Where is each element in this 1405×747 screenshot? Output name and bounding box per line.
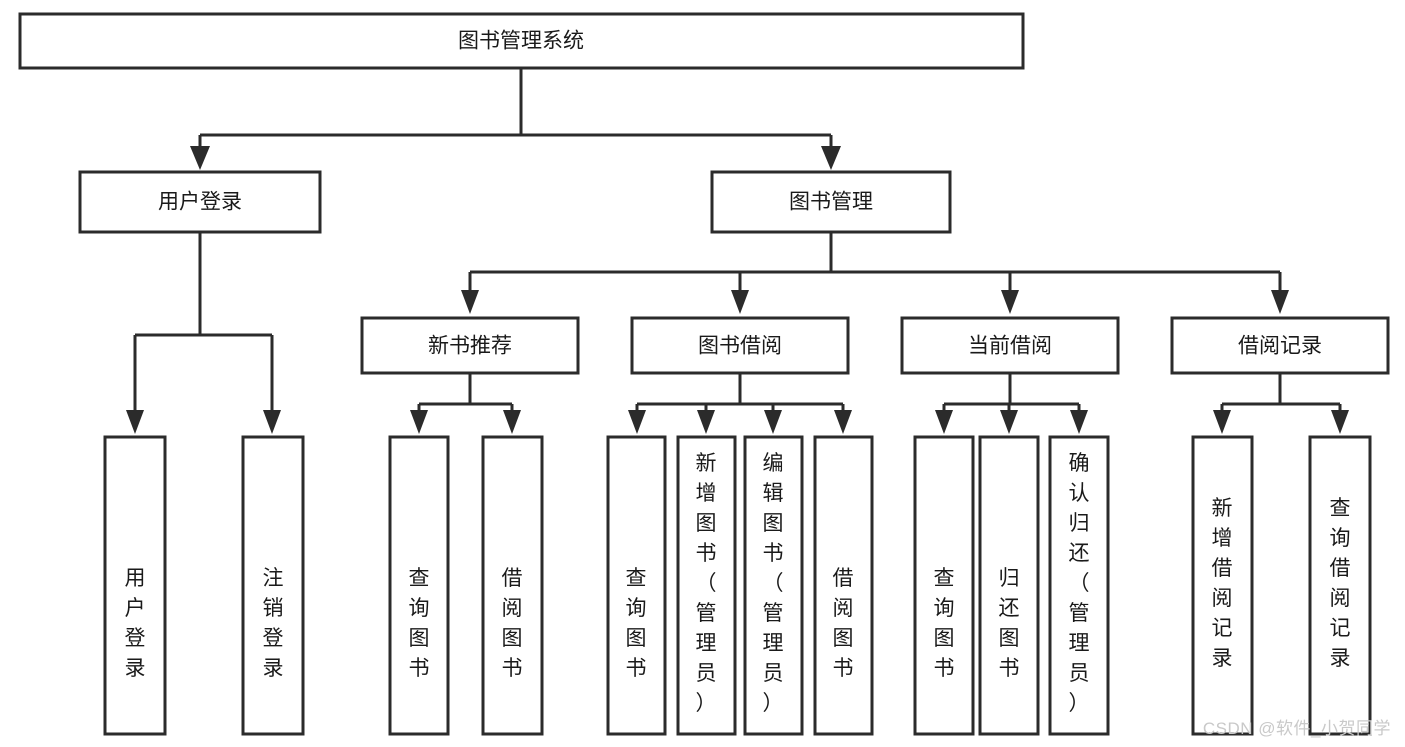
leaf-node-add-book-admin[interactable]: 新增图书（管理员） — [676, 435, 737, 736]
connector-group-user-login — [126, 232, 281, 434]
leaf-label-borrow-books-newbooks: 借阅图书 — [502, 567, 523, 680]
leaf-label-edit-book-admin: 编辑图书（管理员） — [763, 452, 784, 715]
node-book-management-box — [710, 170, 952, 234]
node-borrow-records-box — [1170, 316, 1390, 375]
leaf-node-query-books-newbooks[interactable]: 查询图书 — [388, 435, 450, 736]
leaf-box-logout — [241, 435, 305, 736]
arrow-head-leaf-confirm-return — [1070, 410, 1088, 434]
leaf-node-query-borrow-record[interactable]: 查询借阅记录 — [1308, 435, 1372, 736]
arrow-head-leaf-user-login — [126, 410, 144, 434]
leaf-node-return-book[interactable]: 归还图书 — [978, 435, 1040, 736]
leaf-label-return-book: 归还图书 — [999, 567, 1020, 680]
leaf-node-add-borrow-record[interactable]: 新增借阅记录 — [1191, 435, 1254, 736]
leaf-label-query-books-current: 查询图书 — [934, 567, 955, 680]
leaf-label-confirm-return-admin: 确认归还（管理员） — [1069, 452, 1090, 715]
leaf-box-add-borrow-record — [1191, 435, 1254, 736]
connector-group-new-books — [410, 373, 521, 434]
arrow-head-user-login — [190, 146, 210, 170]
arrow-head-leaf-query-books-1 — [410, 410, 428, 434]
arrow-head-leaf-borrow-books-1 — [503, 410, 521, 434]
leaf-node-borrow-books-newbooks[interactable]: 借阅图书 — [481, 435, 544, 736]
connector-group-current — [935, 373, 1088, 434]
leaf-label-query-books-borrow: 查询图书 — [626, 567, 647, 680]
connector-group-book-mgmt — [461, 232, 1289, 314]
node-root-label: 图书管理系统 — [458, 30, 584, 53]
leaf-node-edit-book-admin[interactable]: 编辑图书（管理员） — [743, 435, 804, 736]
node-new-book-recommend-box — [360, 316, 580, 375]
node-borrow-records[interactable]: 借阅记录 — [1170, 316, 1390, 375]
arrow-head-borrow — [731, 290, 749, 314]
node-user-login[interactable]: 用户登录 — [78, 170, 322, 234]
arrow-head-leaf-return-book — [1000, 410, 1018, 434]
leaf-node-query-books-current[interactable]: 查询图书 — [913, 435, 975, 736]
leaf-label-borrow-books-borrow: 借阅图书 — [833, 567, 854, 680]
leaf-label-add-book-admin: 新增图书（管理员） — [696, 452, 717, 715]
node-root-system[interactable]: 图书管理系统 — [18, 12, 1025, 70]
leaf-label-logout: 注销登录 — [263, 567, 284, 680]
leaf-box-query-books-borrow — [606, 435, 667, 736]
leaf-box-borrow-books-newbooks — [481, 435, 544, 736]
node-book-borrow-label: 图书借阅 — [698, 335, 782, 358]
arrow-head-book-mgmt — [821, 146, 841, 170]
node-current-borrow-label: 当前借阅 — [968, 335, 1052, 358]
node-current-borrow[interactable]: 当前借阅 — [900, 316, 1120, 375]
node-book-borrow[interactable]: 图书借阅 — [630, 316, 850, 375]
connector-group-root — [190, 68, 841, 170]
arrow-head-leaf-query-record — [1331, 410, 1349, 434]
node-new-book-recommend[interactable]: 新书推荐 — [360, 316, 580, 375]
leaf-label-query-books-newbooks: 查询图书 — [409, 567, 430, 680]
leaf-box-borrow-books-borrow — [813, 435, 874, 736]
arrow-head-leaf-query-books-2 — [628, 410, 646, 434]
connector-group-borrow — [628, 373, 852, 434]
node-book-management[interactable]: 图书管理 — [710, 170, 952, 234]
leaf-box-add-book-admin — [676, 435, 737, 736]
node-borrow-records-label: 借阅记录 — [1238, 335, 1322, 358]
leaf-box-user-login — [103, 435, 167, 736]
arrow-head-leaf-logout — [263, 410, 281, 434]
arrow-head-leaf-edit-book — [764, 410, 782, 434]
leaf-label-add-borrow-record: 新增借阅记录 — [1212, 497, 1233, 670]
leaf-label-user-login: 用户登录 — [125, 567, 146, 680]
leaf-box-confirm-return-admin — [1048, 435, 1110, 736]
node-new-book-recommend-label: 新书推荐 — [428, 335, 512, 358]
leaf-node-query-books-borrow[interactable]: 查询图书 — [606, 435, 667, 736]
node-user-login-label: 用户登录 — [158, 191, 242, 214]
node-book-management-label: 图书管理 — [789, 191, 873, 214]
leaf-box-query-borrow-record — [1308, 435, 1372, 736]
arrow-head-records — [1271, 290, 1289, 314]
leaf-node-confirm-return-admin[interactable]: 确认归还（管理员） — [1048, 435, 1110, 736]
arrow-head-leaf-add-record — [1213, 410, 1231, 434]
leaf-box-return-book — [978, 435, 1040, 736]
connector-group-records — [1213, 373, 1349, 434]
leaf-box-query-books-newbooks — [388, 435, 450, 736]
leaf-label-query-borrow-record: 查询借阅记录 — [1330, 497, 1351, 670]
arrow-head-current — [1001, 290, 1019, 314]
leaf-box-query-books-current — [913, 435, 975, 736]
leaf-node-user-login[interactable]: 用户登录 — [103, 435, 167, 736]
node-root-box — [18, 12, 1025, 70]
arrow-head-leaf-query-books-3 — [935, 410, 953, 434]
leaf-node-borrow-books-borrow[interactable]: 借阅图书 — [813, 435, 874, 736]
node-current-borrow-box — [900, 316, 1120, 375]
arrow-head-leaf-add-book — [697, 410, 715, 434]
leaf-box-edit-book-admin — [743, 435, 804, 736]
node-book-borrow-box — [630, 316, 850, 375]
arrow-head-leaf-borrow-books-2 — [834, 410, 852, 434]
arrow-head-new-books — [461, 290, 479, 314]
node-user-login-box — [78, 170, 322, 234]
leaf-node-logout[interactable]: 注销登录 — [241, 435, 305, 736]
